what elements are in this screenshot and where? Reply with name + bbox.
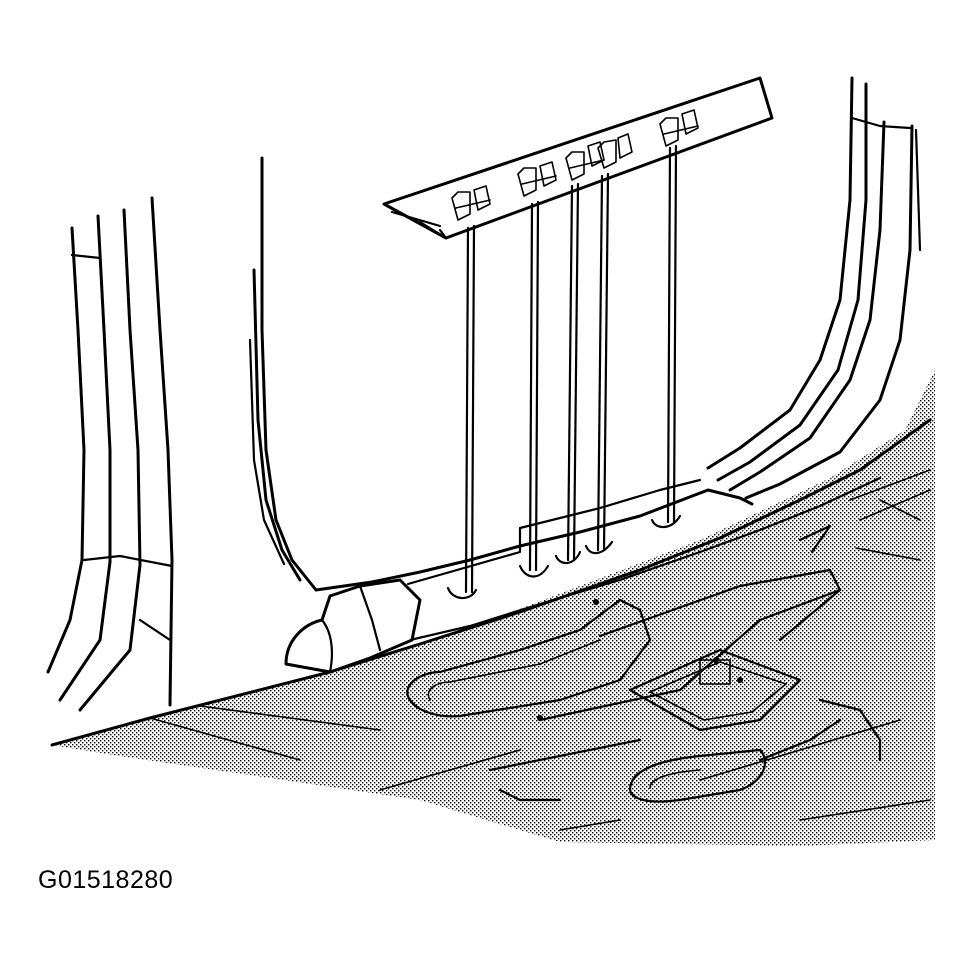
- left-pillar: [46, 196, 174, 712]
- clip-4: [597, 133, 633, 169]
- center-pillar: [248, 156, 318, 592]
- sill-base: [50, 418, 932, 747]
- kick-panel: [284, 578, 422, 674]
- clip-5: [659, 109, 699, 147]
- clip-1: [451, 185, 491, 221]
- trim-panel-clips: [451, 109, 699, 221]
- sill-clip-pockets: [446, 514, 682, 600]
- installation-guide-lines: [464, 144, 678, 594]
- figure-id-label: G01518280: [38, 866, 174, 894]
- clip-3: [565, 141, 605, 181]
- clip-2: [517, 161, 557, 197]
- floor-details: [149, 469, 931, 831]
- right-pillar: [706, 76, 922, 500]
